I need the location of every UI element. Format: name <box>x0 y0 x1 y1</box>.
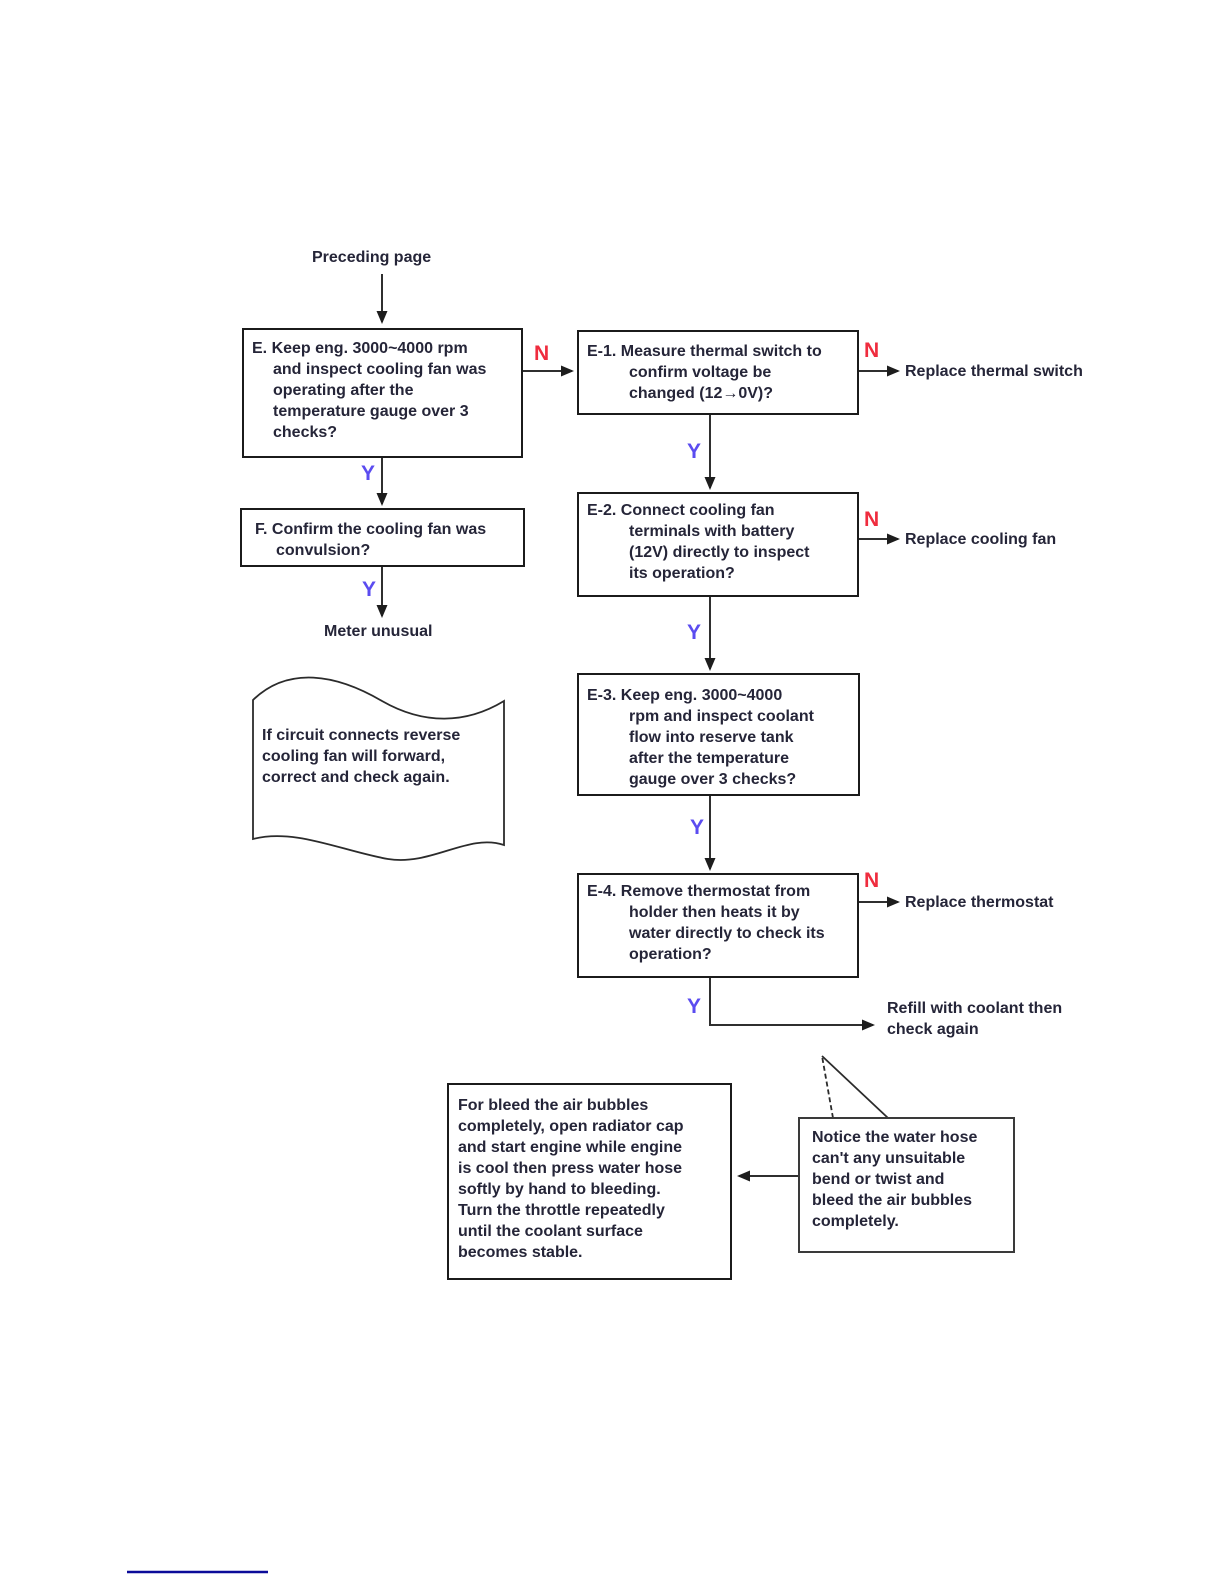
branch-yes-e4-to-refill: Y <box>687 995 702 1018</box>
branch-no-e4-replace: N <box>864 869 880 892</box>
arrow-e4-to-refill <box>709 978 875 1031</box>
branch-no-e-to-e1: N <box>534 342 550 365</box>
bleed-note-box: For bleed the air bubbles completely, op… <box>447 1083 732 1280</box>
outcome-meter-unusual: Meter unusual <box>324 623 433 640</box>
hose-note-box: Notice the water hose can't any unsuitab… <box>798 1117 1015 1253</box>
flag-note-text: If circuit connects reverse cooling fan … <box>262 727 461 786</box>
step-box-f: F. Confirm the cooling fan was convulsio… <box>240 508 525 567</box>
branch-yes-e1-to-e2: Y <box>687 440 702 463</box>
branch-yes-e-to-f: Y <box>361 462 376 485</box>
step-box-e2: E-2. Connect cooling fan terminals with … <box>577 492 859 597</box>
branch-yes-f-to-meter: Y <box>362 578 377 601</box>
callout-tail-left-edge <box>821 1055 834 1119</box>
step-box-e1: E-1. Measure thermal switch to confirm v… <box>577 330 859 415</box>
outcome-refill-coolant: Refill with coolant then check again <box>887 1000 1063 1038</box>
step-box-e: E. Keep eng. 3000~4000 rpm and inspect c… <box>242 328 523 458</box>
start-label: Preceding page <box>312 249 432 266</box>
branch-yes-e3-to-e4: Y <box>690 816 705 839</box>
branch-yes-e2-to-e3: Y <box>687 621 702 644</box>
step-box-e4: E-4. Remove thermostat from holder then … <box>577 873 859 978</box>
branch-no-e1-replace: N <box>864 339 880 362</box>
outcome-replace-thermostat: Replace thermostat <box>905 894 1054 911</box>
callout-tail-fill <box>822 1056 888 1118</box>
step-box-e3: E-3. Keep eng. 3000~4000 rpm and inspect… <box>577 673 860 796</box>
callout-tail-right-edge <box>821 1055 889 1119</box>
branch-no-e2-replace: N <box>864 508 880 531</box>
outcome-replace-cooling-fan: Replace cooling fan <box>905 531 1057 548</box>
outcome-replace-thermal-switch: Replace thermal switch <box>905 363 1083 380</box>
